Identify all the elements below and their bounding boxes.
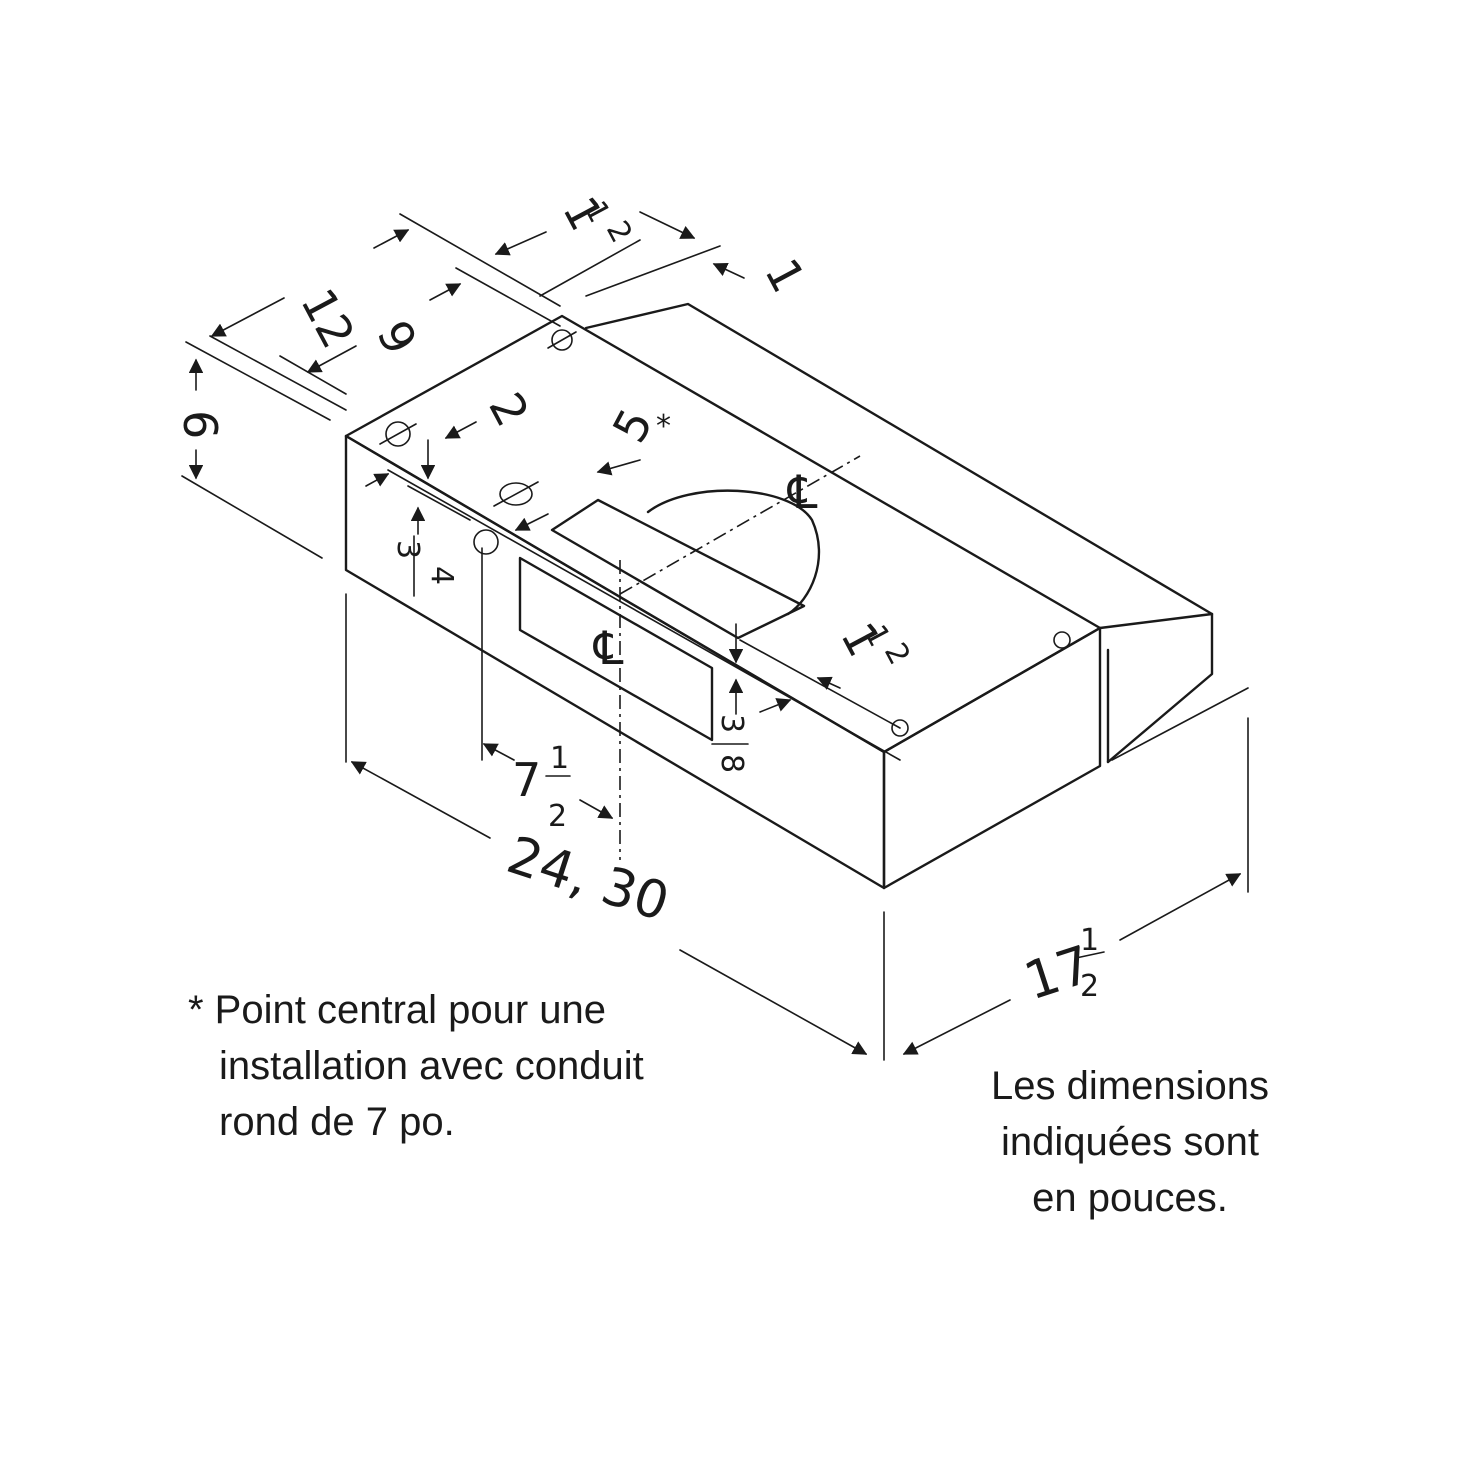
rear-housing-top [584, 302, 1214, 630]
dim-length-den: 2 [1080, 969, 1099, 1004]
dim-three-quarter-den: 4 [424, 566, 459, 585]
dim-three-quarter-num: 3 [390, 540, 425, 559]
damper-opening: ℄ ℄ [550, 455, 861, 860]
rear-housing-end [1106, 612, 1214, 764]
front-light-opening [518, 556, 714, 742]
units-note: Les dimensions indiquées sont en pouces. [940, 1058, 1320, 1226]
dim-width-24-30: 24, 30 [500, 825, 676, 933]
units-line-3: en pouces. [1032, 1176, 1228, 1220]
units-line-1: Les dimensions [991, 1064, 1269, 1108]
keyhole-right [1053, 631, 1071, 649]
centerline-symbol-top: ℄ [787, 465, 818, 519]
dimension-lines [181, 211, 1249, 1061]
centerline-symbol-front: ℄ [593, 621, 624, 675]
dim-length-num: 1 [1080, 923, 1099, 958]
dim-length-seventeen-and-half: 17 1 2 [1017, 923, 1105, 1012]
dim-seven-whole: 7 [512, 753, 541, 807]
mounting-hole-left [385, 421, 411, 447]
dim-three-eighth-num: 3 [714, 714, 749, 733]
footnote-line-2: installation avec conduit [219, 1044, 644, 1088]
dim-depth-9: 9 [366, 312, 427, 363]
wire-hole [473, 529, 499, 555]
round-duct-outline [646, 489, 821, 616]
dimension-labels: 12 9 6 1 1 2 1 2 5 * 3 4 7 1 2 3 8 [173, 188, 1105, 1012]
dim-center-5-asterisk: * [656, 409, 671, 444]
dim-three-quarter: 3 4 [390, 535, 459, 597]
top-front-edge [387, 469, 901, 761]
dim-height-6: 6 [173, 410, 227, 439]
dim-center-5: 5 * [602, 400, 671, 451]
keyhole-front [891, 719, 909, 737]
dim-center-5-value: 5 [602, 400, 663, 451]
dim-offset-2: 2 [478, 384, 539, 435]
dim-top-one-and-half: 1 1 2 [552, 188, 639, 249]
hood-end-face [882, 626, 1102, 890]
dim-seven-and-half: 7 1 2 [512, 741, 571, 834]
dim-seven-num: 1 [550, 741, 569, 776]
mounting-holes [379, 329, 1071, 737]
dim-right-one-and-half: 1 1 2 [830, 614, 917, 671]
units-line-2: indiquées sont [1001, 1120, 1259, 1164]
dim-depth-12: 12 [290, 280, 365, 357]
dim-three-eighth-den: 8 [714, 754, 749, 773]
footnote-duct-center: * Point central pour une installation av… [188, 982, 644, 1150]
centerline-horizontal [619, 455, 861, 595]
footnote-line-1: * Point central pour une [188, 988, 607, 1032]
dim-seven-den: 2 [548, 799, 567, 834]
footnote-line-3: rond de 7 po. [219, 1100, 455, 1144]
mounting-hole-rear [551, 329, 573, 351]
hood-body [344, 302, 1214, 890]
dim-offset-1: 1 [754, 250, 815, 301]
dim-three-eighth: 3 8 [711, 714, 749, 773]
mounting-hole-center [499, 482, 533, 506]
duct-rectangle [550, 498, 806, 640]
